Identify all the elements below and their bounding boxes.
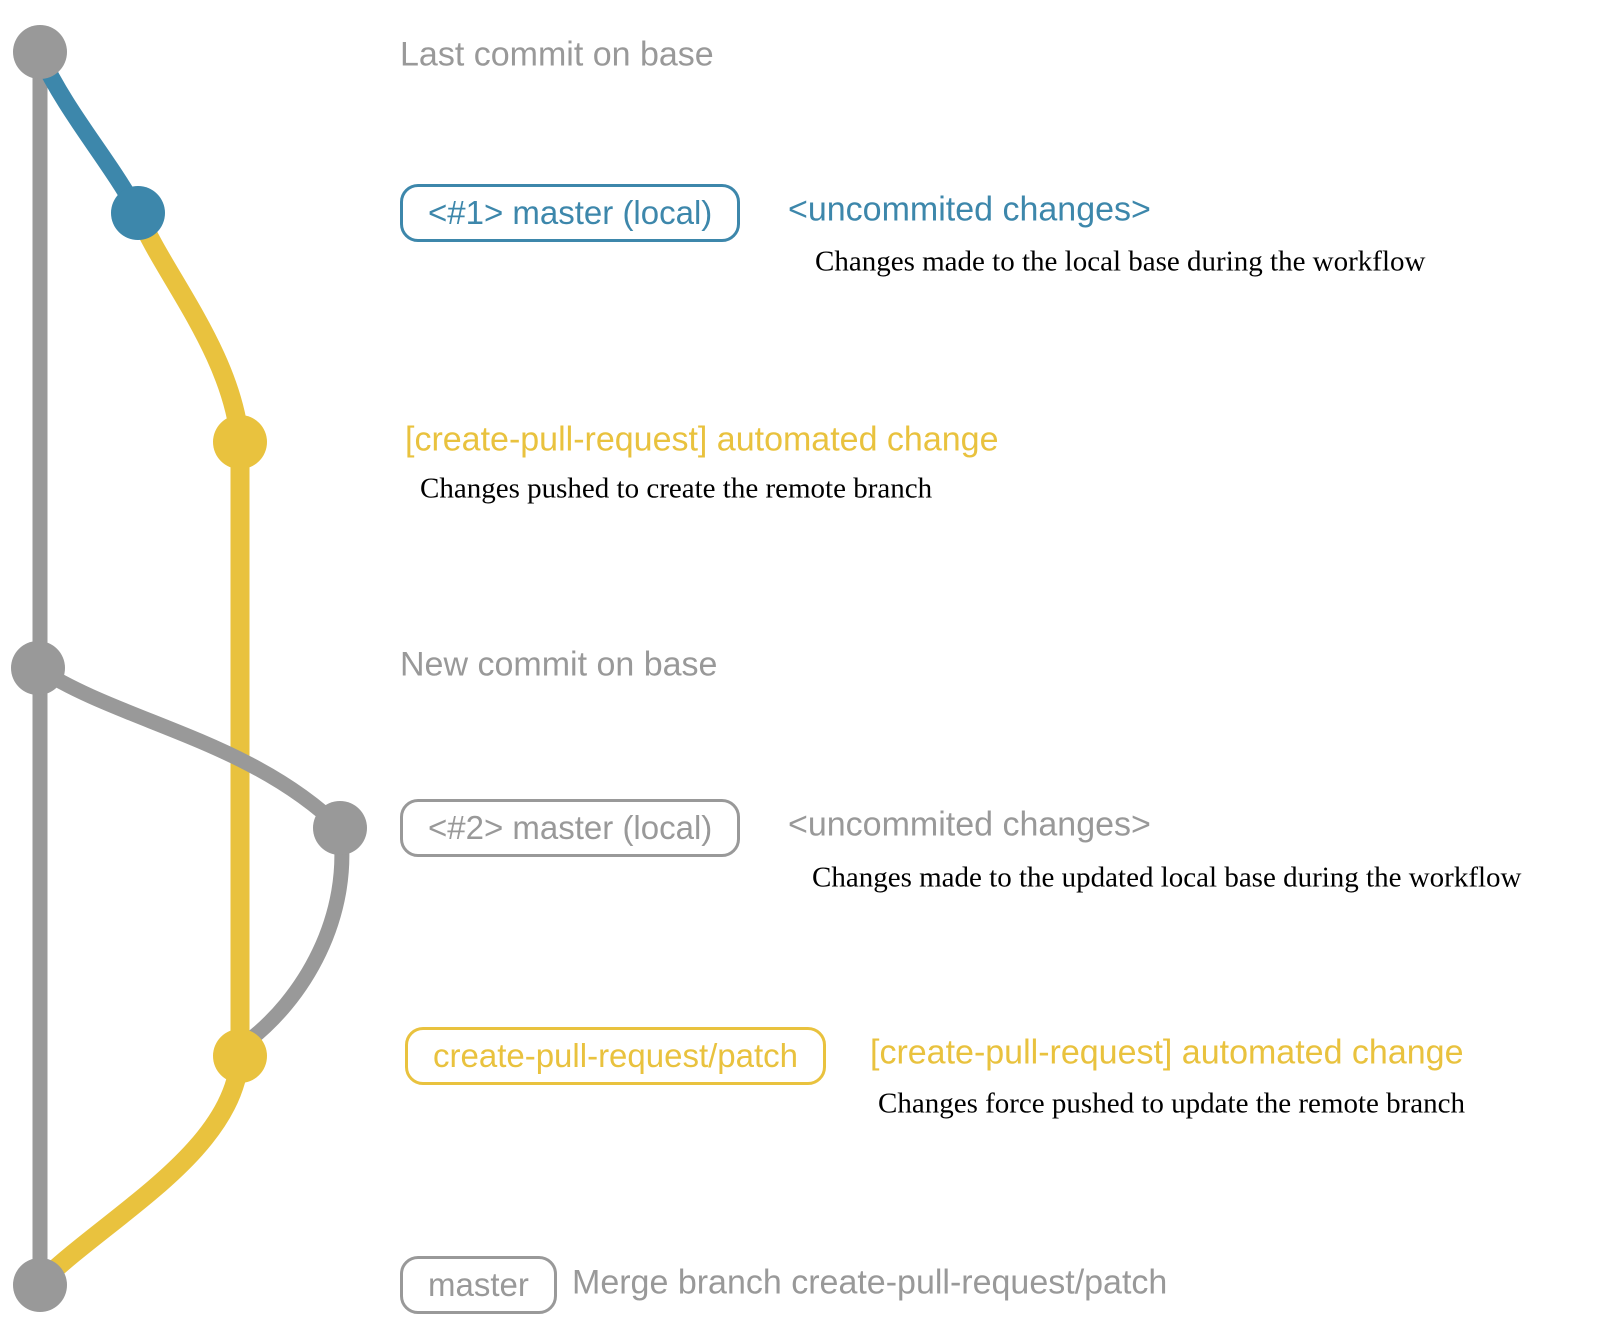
label-automated-change-1: [create-pull-request] automated change bbox=[405, 420, 999, 459]
label-uncommited-changes-2: <uncommited changes> bbox=[788, 805, 1151, 844]
branch-badge-create-pull-request-patch: create-pull-request/patch bbox=[405, 1027, 827, 1085]
branch-badge-master: master bbox=[400, 1256, 557, 1314]
commit-dot-local-1 bbox=[111, 186, 165, 240]
label-last-commit-on-base: Last commit on base bbox=[400, 35, 714, 74]
commit-dot-merge bbox=[13, 1258, 67, 1312]
commit-dot-patch-1 bbox=[213, 415, 267, 469]
local2-to-patch-curve bbox=[235, 820, 350, 1053]
caption-updated-local-base-changes: Changes made to the updated local base d… bbox=[812, 861, 1522, 894]
branch-badge-master-local-2: <#2> master (local) bbox=[400, 799, 741, 857]
label-merge-branch: Merge branch create-pull-request/patch bbox=[572, 1263, 1168, 1302]
base-to-local2-curve bbox=[30, 660, 348, 836]
label-automated-change-2: [create-pull-request] automated change bbox=[870, 1033, 1464, 1072]
branch-badge-master-local-1: <#1> master (local) bbox=[400, 184, 741, 242]
commit-dot-local-2 bbox=[313, 801, 367, 855]
label-uncommited-changes-1: <uncommited changes> bbox=[788, 190, 1151, 229]
caption-local-base-changes-1: Changes made to the local base during th… bbox=[815, 245, 1426, 278]
commit-dot-last-base bbox=[13, 25, 67, 79]
caption-force-pushed-update: Changes force pushed to update the remot… bbox=[878, 1087, 1466, 1120]
local1-to-patch-curve bbox=[128, 203, 250, 452]
caption-pushed-to-create: Changes pushed to create the remote bran… bbox=[420, 472, 933, 505]
commit-dot-patch-2 bbox=[213, 1029, 267, 1083]
base-to-local1-curve bbox=[31, 46, 147, 222]
commit-dot-new-base bbox=[11, 641, 65, 695]
label-new-commit-on-base: New commit on base bbox=[400, 645, 718, 684]
patch-merge-curve bbox=[33, 1046, 250, 1290]
